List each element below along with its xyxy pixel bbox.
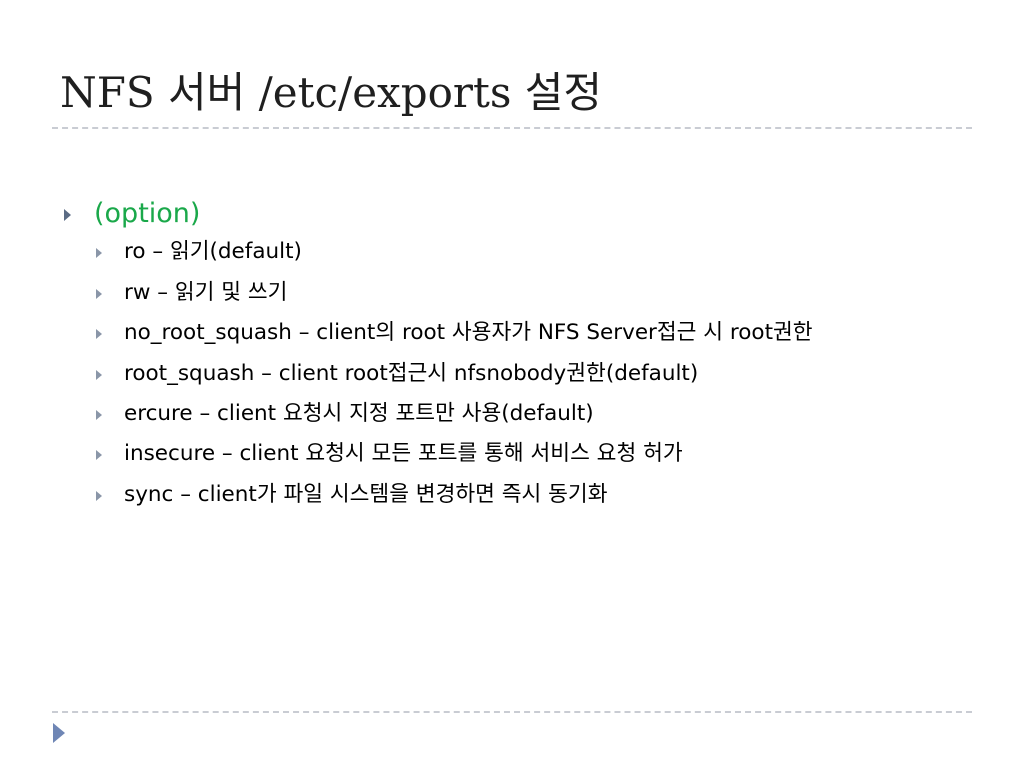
list-item: no_root_squash – client의 root 사용자가 NFS S… xyxy=(60,319,970,347)
slide-title: NFS 서버 /etc/exports 설정 xyxy=(60,68,603,117)
title-divider xyxy=(52,127,972,129)
bullet-triangle-icon xyxy=(96,248,102,259)
option-heading: (option) xyxy=(60,198,970,230)
bullet-triangle-icon xyxy=(96,288,102,299)
list-item-text: root_squash – client root접근시 nfsnobody권한… xyxy=(124,360,699,386)
bullet-triangle-icon xyxy=(96,490,102,501)
bullet-triangle-icon xyxy=(64,209,71,221)
list-item: root_squash – client root접근시 nfsnobody권한… xyxy=(60,360,970,388)
list-item: ercure – client 요청시 지정 포트만 사용(default) xyxy=(60,400,970,428)
bullet-triangle-icon xyxy=(96,369,102,380)
list-item: ro – 읽기(default) xyxy=(60,238,970,266)
bullet-list: (option) ro – 읽기(default) rw – 읽기 및 쓰기 n… xyxy=(60,198,970,521)
list-item: sync – client가 파일 시스템을 변경하면 즉시 동기화 xyxy=(60,481,970,509)
footer-divider xyxy=(52,711,972,713)
list-item-text: ercure – client 요청시 지정 포트만 사용(default) xyxy=(124,400,594,426)
list-item-text: no_root_squash – client의 root 사용자가 NFS S… xyxy=(124,320,813,346)
list-item-text: sync – client가 파일 시스템을 변경하면 즉시 동기화 xyxy=(124,481,608,507)
list-item: rw – 읽기 및 쓰기 xyxy=(60,279,970,307)
bullet-triangle-icon xyxy=(96,329,102,340)
play-arrow-icon[interactable] xyxy=(53,723,65,743)
bullet-triangle-icon xyxy=(96,409,102,420)
bullet-triangle-icon xyxy=(96,450,102,461)
list-item-text: rw – 읽기 및 쓰기 xyxy=(124,279,288,305)
list-item: insecure – client 요청시 모든 포트를 통해 서비스 요청 허… xyxy=(60,440,970,468)
option-label: (option) xyxy=(94,198,201,229)
list-item-text: insecure – client 요청시 모든 포트를 통해 서비스 요청 허… xyxy=(124,441,683,467)
list-item-text: ro – 읽기(default) xyxy=(124,239,302,265)
